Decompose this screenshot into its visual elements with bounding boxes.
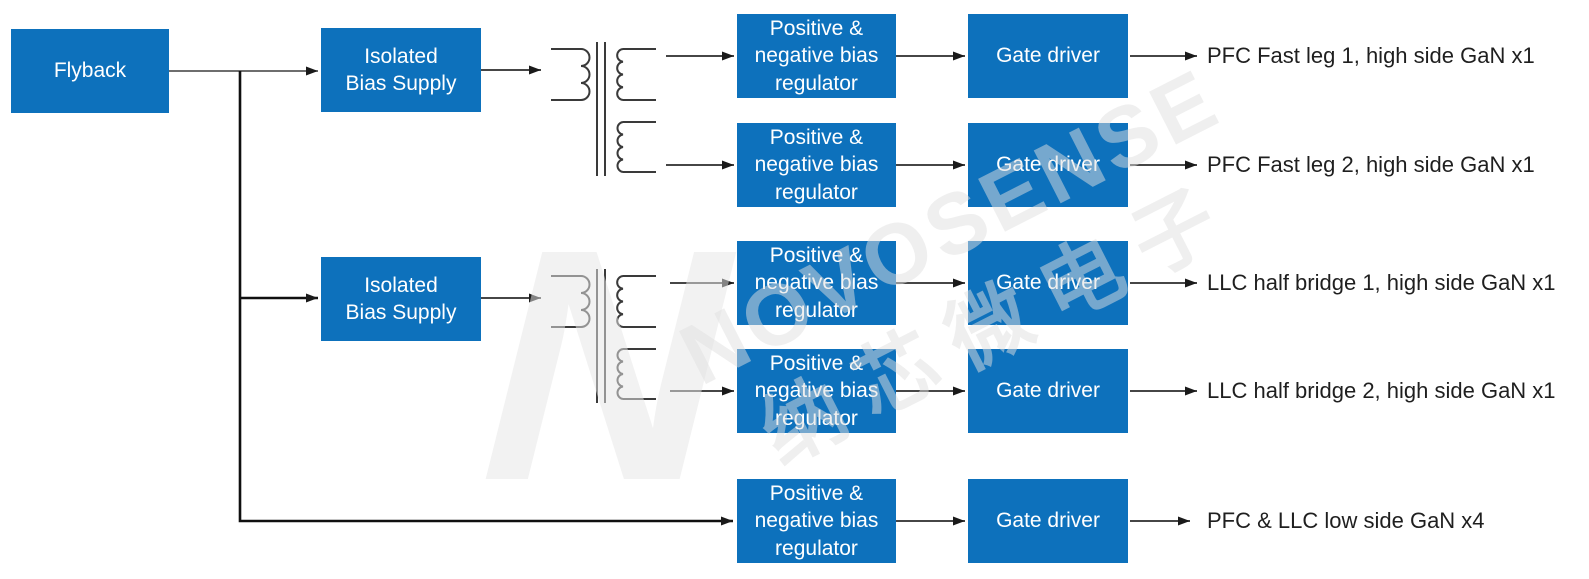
bias-regulator-1-label: Positive & negative bias regulator: [754, 17, 879, 95]
transformer-1-icon: [551, 42, 656, 176]
output-label-llc-half-bridge-1: LLC half bridge 1, high side GaN x1: [1207, 270, 1556, 295]
gate-driver-5-label: Gate driver: [996, 509, 1100, 533]
gate-driver-4-label: Gate driver: [996, 379, 1100, 403]
isolated-bias-supply-1-label: Isolated Bias Supply: [345, 44, 457, 95]
output-label-pfc-fast-leg-2: PFC Fast leg 2, high side GaN x1: [1207, 152, 1535, 177]
output-label-low-side: PFC & LLC low side GaN x4: [1207, 508, 1485, 533]
bias-regulator-3-block: Positive & negative bias regulator: [737, 241, 896, 325]
gate-driver-1-block: Gate driver: [968, 14, 1128, 98]
isolated-bias-supply-2-label: Isolated Bias Supply: [345, 273, 457, 324]
gate-driver-3-block: Gate driver: [968, 241, 1128, 325]
bias-regulator-3-label: Positive & negative bias regulator: [754, 244, 879, 322]
gate-driver-4-block: Gate driver: [968, 349, 1128, 433]
transformer-2-icon: [551, 269, 656, 403]
bias-regulator-1-block: Positive & negative bias regulator: [737, 14, 896, 98]
gate-driver-1-label: Gate driver: [996, 44, 1100, 68]
gate-driver-3-label: Gate driver: [996, 271, 1100, 295]
flyback-block: Flyback: [11, 29, 169, 113]
bias-regulator-2-label: Positive & negative bias regulator: [754, 126, 879, 204]
gate-driver-5-block: Gate driver: [968, 479, 1128, 563]
isolated-bias-supply-2-block: Isolated Bias Supply: [321, 257, 481, 341]
gate-driver-2-block: Gate driver: [968, 123, 1128, 207]
bias-regulator-2-block: Positive & negative bias regulator: [737, 123, 896, 207]
flyback-label: Flyback: [53, 59, 127, 83]
bias-regulator-4-block: Positive & negative bias regulator: [737, 349, 896, 433]
isolated-bias-supply-1-block: Isolated Bias Supply: [321, 28, 481, 112]
bias-regulator-4-label: Positive & negative bias regulator: [754, 352, 879, 430]
gate-driver-2-label: Gate driver: [996, 153, 1100, 177]
output-label-pfc-fast-leg-1: PFC Fast leg 1, high side GaN x1: [1207, 43, 1535, 68]
bias-regulator-5-label: Positive & negative bias regulator: [754, 482, 879, 560]
connector-trunk-to-low-side-regulator: [238, 71, 733, 526]
bias-regulator-5-block: Positive & negative bias regulator: [737, 479, 896, 563]
output-label-llc-half-bridge-2: LLC half bridge 2, high side GaN x1: [1207, 378, 1556, 403]
